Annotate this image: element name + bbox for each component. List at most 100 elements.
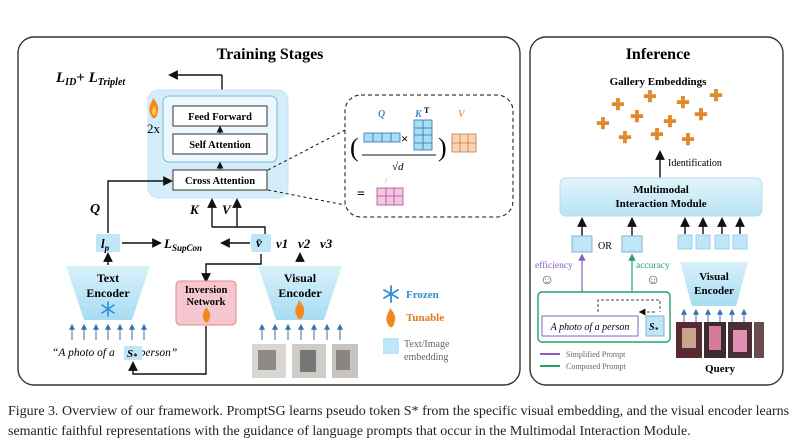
svg-text:v2: v2 bbox=[298, 236, 311, 251]
efficiency-label: efficiency bbox=[535, 260, 573, 271]
svg-text:✚: ✚ bbox=[676, 95, 689, 112]
cross-attention-box bbox=[172, 169, 268, 191]
transpose-sup: T bbox=[424, 106, 430, 115]
accuracy-label: accuracy bbox=[636, 261, 670, 271]
text-encoder-label-1: Text bbox=[97, 271, 119, 285]
paren-left: ( bbox=[350, 133, 359, 162]
figure-caption: Figure 3. Overview of our framework. Pro… bbox=[8, 402, 798, 442]
visual-encoder-label-2: Encoder bbox=[278, 286, 322, 300]
inf-visual-encoder-label-2: Encoder bbox=[694, 285, 734, 297]
legend-embedding-swatch bbox=[383, 338, 399, 354]
flame-icon bbox=[149, 98, 159, 119]
inference-panel bbox=[529, 36, 784, 386]
svg-text:✚: ✚ bbox=[618, 130, 631, 147]
svg-text:✚: ✚ bbox=[650, 127, 663, 144]
lp-box bbox=[96, 234, 120, 252]
q-matrix bbox=[363, 132, 401, 143]
loss-id-triplet: LID+ LTriplet bbox=[55, 70, 126, 88]
times-sign: × bbox=[401, 131, 408, 146]
svg-text:✚: ✚ bbox=[643, 89, 656, 106]
training-panel bbox=[17, 36, 521, 386]
legend-embedding-1: Text/Image bbox=[404, 339, 450, 350]
caption-line-2: semantic faithful representations with t… bbox=[8, 424, 691, 439]
inference-visual-encoder bbox=[680, 262, 748, 306]
snowflake-icon bbox=[383, 285, 399, 303]
q-arrow bbox=[107, 176, 173, 233]
result-mark: / bbox=[385, 176, 388, 185]
accuracy-embedding bbox=[621, 235, 643, 253]
inf-visual-encoder-label-1: Visual bbox=[699, 271, 729, 283]
attention-detail bbox=[344, 94, 514, 218]
query-label: Query bbox=[705, 363, 735, 375]
training-title: Training Stages bbox=[217, 46, 324, 63]
smile-icon-accuracy: ☺ bbox=[646, 273, 660, 288]
svg-text:LID+ LTriplet: LID+ LTriplet bbox=[55, 70, 126, 88]
identification-label: Identification bbox=[668, 158, 722, 169]
legend-tunable: Tunable bbox=[406, 312, 444, 324]
svg-text:✚: ✚ bbox=[709, 88, 722, 105]
svg-text:v̄: v̄ bbox=[256, 235, 262, 250]
text-input-arrows bbox=[69, 323, 147, 340]
inversion-network bbox=[175, 280, 237, 326]
legend-embedding-2: embedding bbox=[404, 352, 448, 363]
inversion-label-1: Inversion bbox=[185, 285, 228, 296]
person-images bbox=[252, 344, 358, 378]
s-star-label: S* bbox=[649, 322, 659, 334]
prompt-text: “A photo of a person” bbox=[52, 347, 177, 359]
module-label-2: Interaction Module bbox=[615, 198, 706, 210]
flame-icon bbox=[295, 300, 305, 320]
gallery-label: Gallery Embeddings bbox=[610, 76, 708, 88]
self-attention-box bbox=[172, 133, 268, 155]
gallery-embeddings: ✚✚✚✚ ✚✚✚✚ ✚✚✚ bbox=[596, 88, 722, 149]
s-star-box bbox=[124, 346, 142, 360]
or-label: OR bbox=[598, 241, 612, 252]
supcon-label: LSupCon bbox=[163, 236, 202, 253]
svg-text:v1: v1 bbox=[276, 236, 288, 251]
attention-q-label: Q bbox=[378, 109, 385, 120]
efficiency-embedding bbox=[571, 235, 593, 253]
svg-text:v3: v3 bbox=[320, 236, 333, 251]
inference-title: Inference bbox=[626, 46, 691, 63]
simplified-legend-label: Simplified Prompt bbox=[566, 350, 626, 359]
module-label-1: Multimodal bbox=[633, 184, 689, 196]
inversion-to-token-arrow bbox=[128, 326, 207, 375]
attention-v-label: V bbox=[458, 109, 466, 120]
text-encoder-label-2: Encoder bbox=[86, 286, 130, 300]
smile-icon-efficiency: ☺ bbox=[540, 273, 554, 288]
visual-input-arrows bbox=[259, 323, 343, 340]
cross-attention-label: Cross Attention bbox=[185, 176, 255, 187]
visual-encoder-label-1: Visual bbox=[284, 271, 317, 285]
simplified-prompt-box bbox=[541, 315, 639, 337]
image-embeddings bbox=[677, 234, 748, 250]
svg-text:✚: ✚ bbox=[611, 97, 624, 114]
token-row: v̄ v1 v2 v3 bbox=[251, 234, 333, 252]
repeat-label: 2x bbox=[147, 121, 161, 136]
svg-text:✚: ✚ bbox=[694, 107, 707, 124]
text-encoder bbox=[66, 266, 150, 320]
inversion-label-2: Network bbox=[186, 297, 225, 308]
flame-icon bbox=[202, 307, 211, 323]
composed-prompt-box bbox=[537, 291, 671, 343]
snowflake-icon bbox=[101, 301, 115, 317]
caption-line-1: Figure 3. Overview of our framework. Pro… bbox=[8, 404, 790, 419]
legend-frozen: Frozen bbox=[406, 289, 439, 301]
self-attention-label: Self Attention bbox=[189, 140, 251, 151]
v-matrix bbox=[451, 133, 477, 153]
svg-text:✚: ✚ bbox=[630, 109, 643, 126]
query-images bbox=[676, 322, 764, 358]
query-input-arrows bbox=[681, 308, 747, 322]
lp-label: lp bbox=[101, 236, 110, 253]
equals-sign: = bbox=[357, 187, 365, 202]
framework-figure: Training Stages LID+ LTriplet 2x Feed Fo… bbox=[17, 36, 784, 386]
s-star-token: S* bbox=[127, 348, 138, 361]
result-matrix bbox=[376, 187, 404, 206]
k-label: K bbox=[189, 202, 200, 217]
svg-text:✚: ✚ bbox=[596, 116, 609, 133]
q-label: Q bbox=[90, 202, 100, 217]
feed-forward-label: Feed Forward bbox=[188, 112, 252, 123]
prompt-label: A photo of a person bbox=[550, 322, 630, 333]
sqrt-d: √d bbox=[392, 161, 404, 173]
attention-k-label: K bbox=[414, 109, 423, 120]
svg-text:✚: ✚ bbox=[681, 132, 694, 149]
composed-legend-label: Composed Prompt bbox=[566, 362, 627, 371]
